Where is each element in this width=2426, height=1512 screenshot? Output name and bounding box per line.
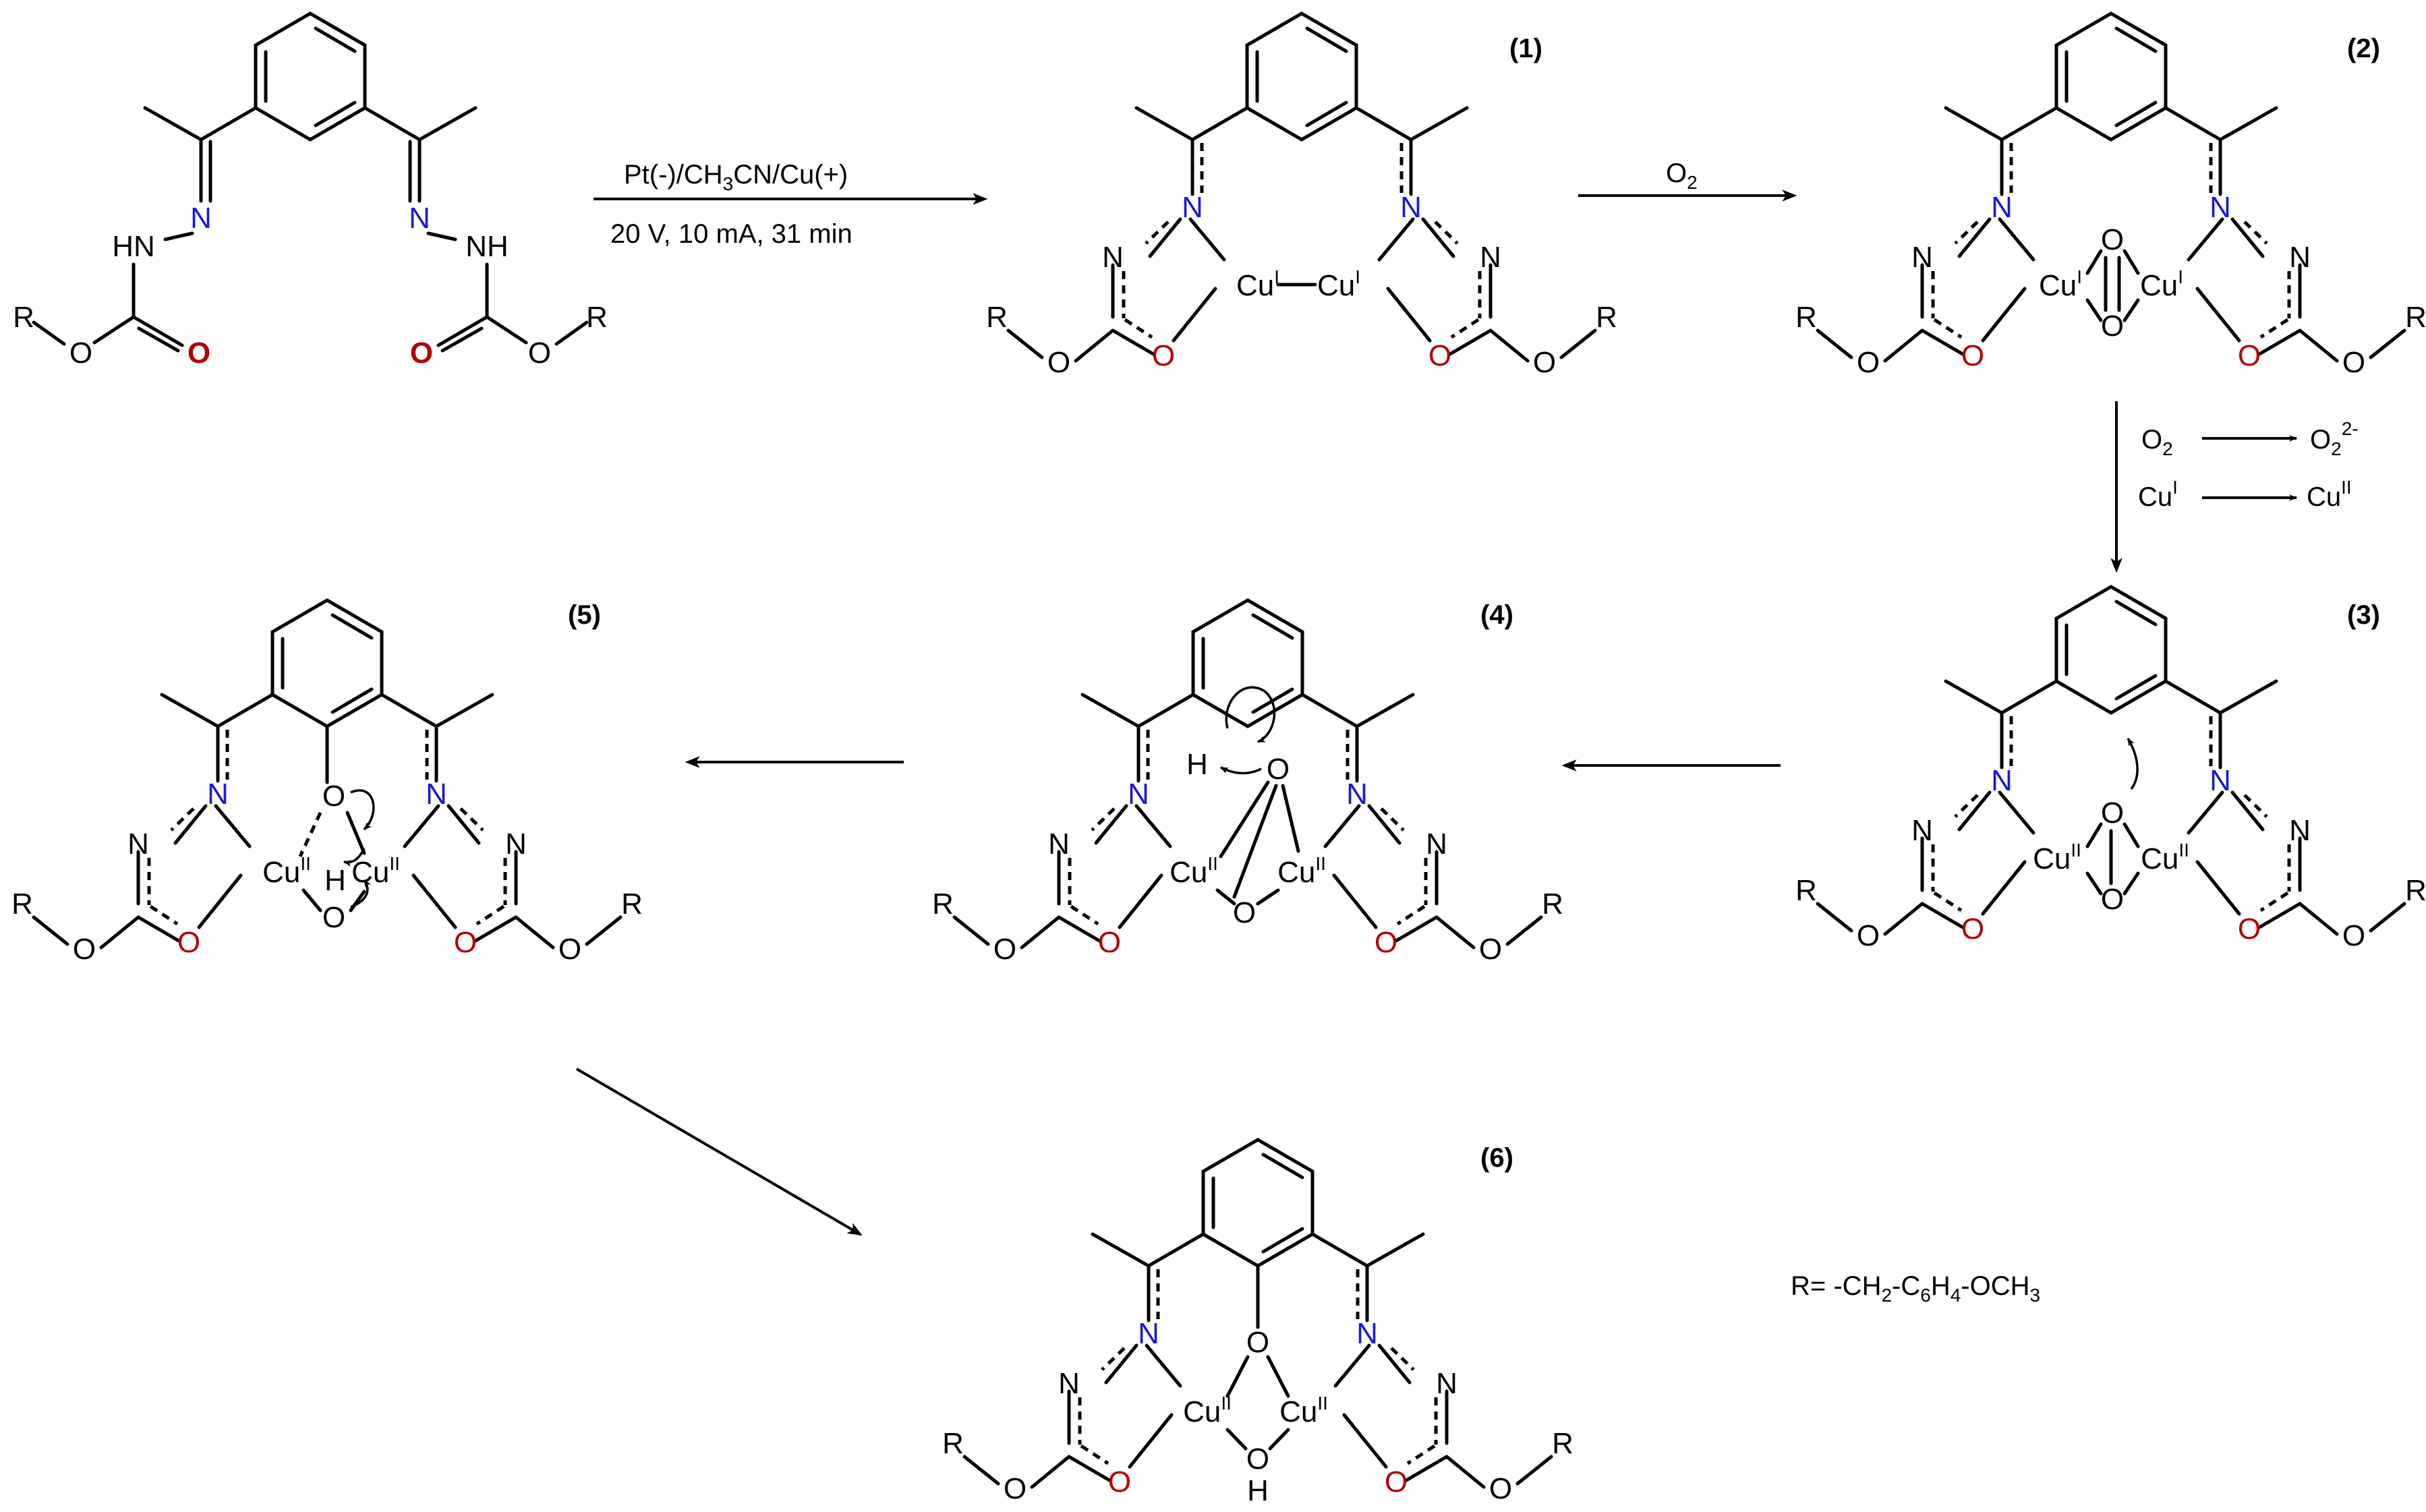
svg-text:NH: NH [465,230,509,263]
svg-text:HN: HN [112,230,155,263]
svg-text:O: O [1246,1326,1269,1359]
svg-text:O: O [410,337,433,370]
side-reaction-o2: O2 [2141,425,2173,459]
arrow-step-6 [575,1068,863,1236]
label-6: (6) [1480,1143,1513,1173]
label-5: (5) [568,600,601,630]
svg-text:CuII: CuII [351,853,400,889]
svg-text:N: N [190,202,212,235]
svg-text:CuII: CuII [2141,840,2189,875]
svg-text:O: O [1233,896,1256,929]
svg-text:H: H [1247,1474,1269,1507]
svg-text:O: O [1267,753,1290,786]
label-3: (3) [2347,600,2380,630]
step1-reagents: Pt(-)/CH3CN/Cu(+) [624,160,848,194]
svg-text:O: O [528,337,551,370]
complex-3: CuII CuII O O [1795,587,2426,952]
complex-5: CuII CuII O O H [11,600,643,966]
svg-text:O: O [69,337,92,370]
svg-text:O: O [1246,1443,1269,1476]
svg-text:R: R [13,301,34,334]
svg-text:CuII: CuII [1279,1393,1328,1428]
svg-text:N: N [409,202,430,235]
svg-text:CuII: CuII [1169,853,1218,889]
complex-2: CuI CuI O O [1795,13,2426,379]
svg-text:CuII: CuII [1183,1393,1232,1428]
svg-text:H: H [1186,748,1208,781]
side-reaction-cu-i: CuI [2138,477,2178,512]
label-4: (4) [1480,600,1513,630]
svg-text:H: H [324,864,346,897]
svg-text:CuI: CuI [2140,266,2183,302]
svg-text:CuII: CuII [2033,840,2081,875]
svg-text:O: O [2101,223,2124,256]
svg-text:CuI: CuI [1236,266,1279,302]
svg-text:CuII: CuII [262,853,311,889]
side-reaction-cu-ii: CuII [2307,477,2352,512]
svg-text:CuI: CuI [2039,266,2082,302]
label-2: (2) [2347,34,2380,63]
svg-text:O: O [322,901,345,934]
svg-text:CuI: CuI [1317,266,1360,302]
step1-conditions: 20 V, 10 mA, 31 min [610,219,853,249]
svg-text:O: O [187,337,210,370]
complex-1: CuI CuI [986,13,1617,379]
complex-4: CuII CuII O O H [932,600,1563,966]
complex-6: CuII CuII O O H [942,1140,1573,1507]
svg-text:CuII: CuII [1277,853,1326,889]
r-definition: R= -CH2-C6H4-OCH3 [1791,1271,2040,1306]
label-1: (1) [1509,34,1542,63]
svg-text:R: R [586,301,608,334]
svg-text:O: O [2101,883,2124,916]
svg-text:O: O [2101,796,2124,830]
svg-text:O: O [2101,310,2124,343]
ligand: N N HN NH O O O O R R [13,11,608,370]
side-reaction-peroxide: O22- [2310,418,2359,459]
step2-reagent: O2 [1666,158,1698,193]
svg-text:O: O [322,780,345,813]
